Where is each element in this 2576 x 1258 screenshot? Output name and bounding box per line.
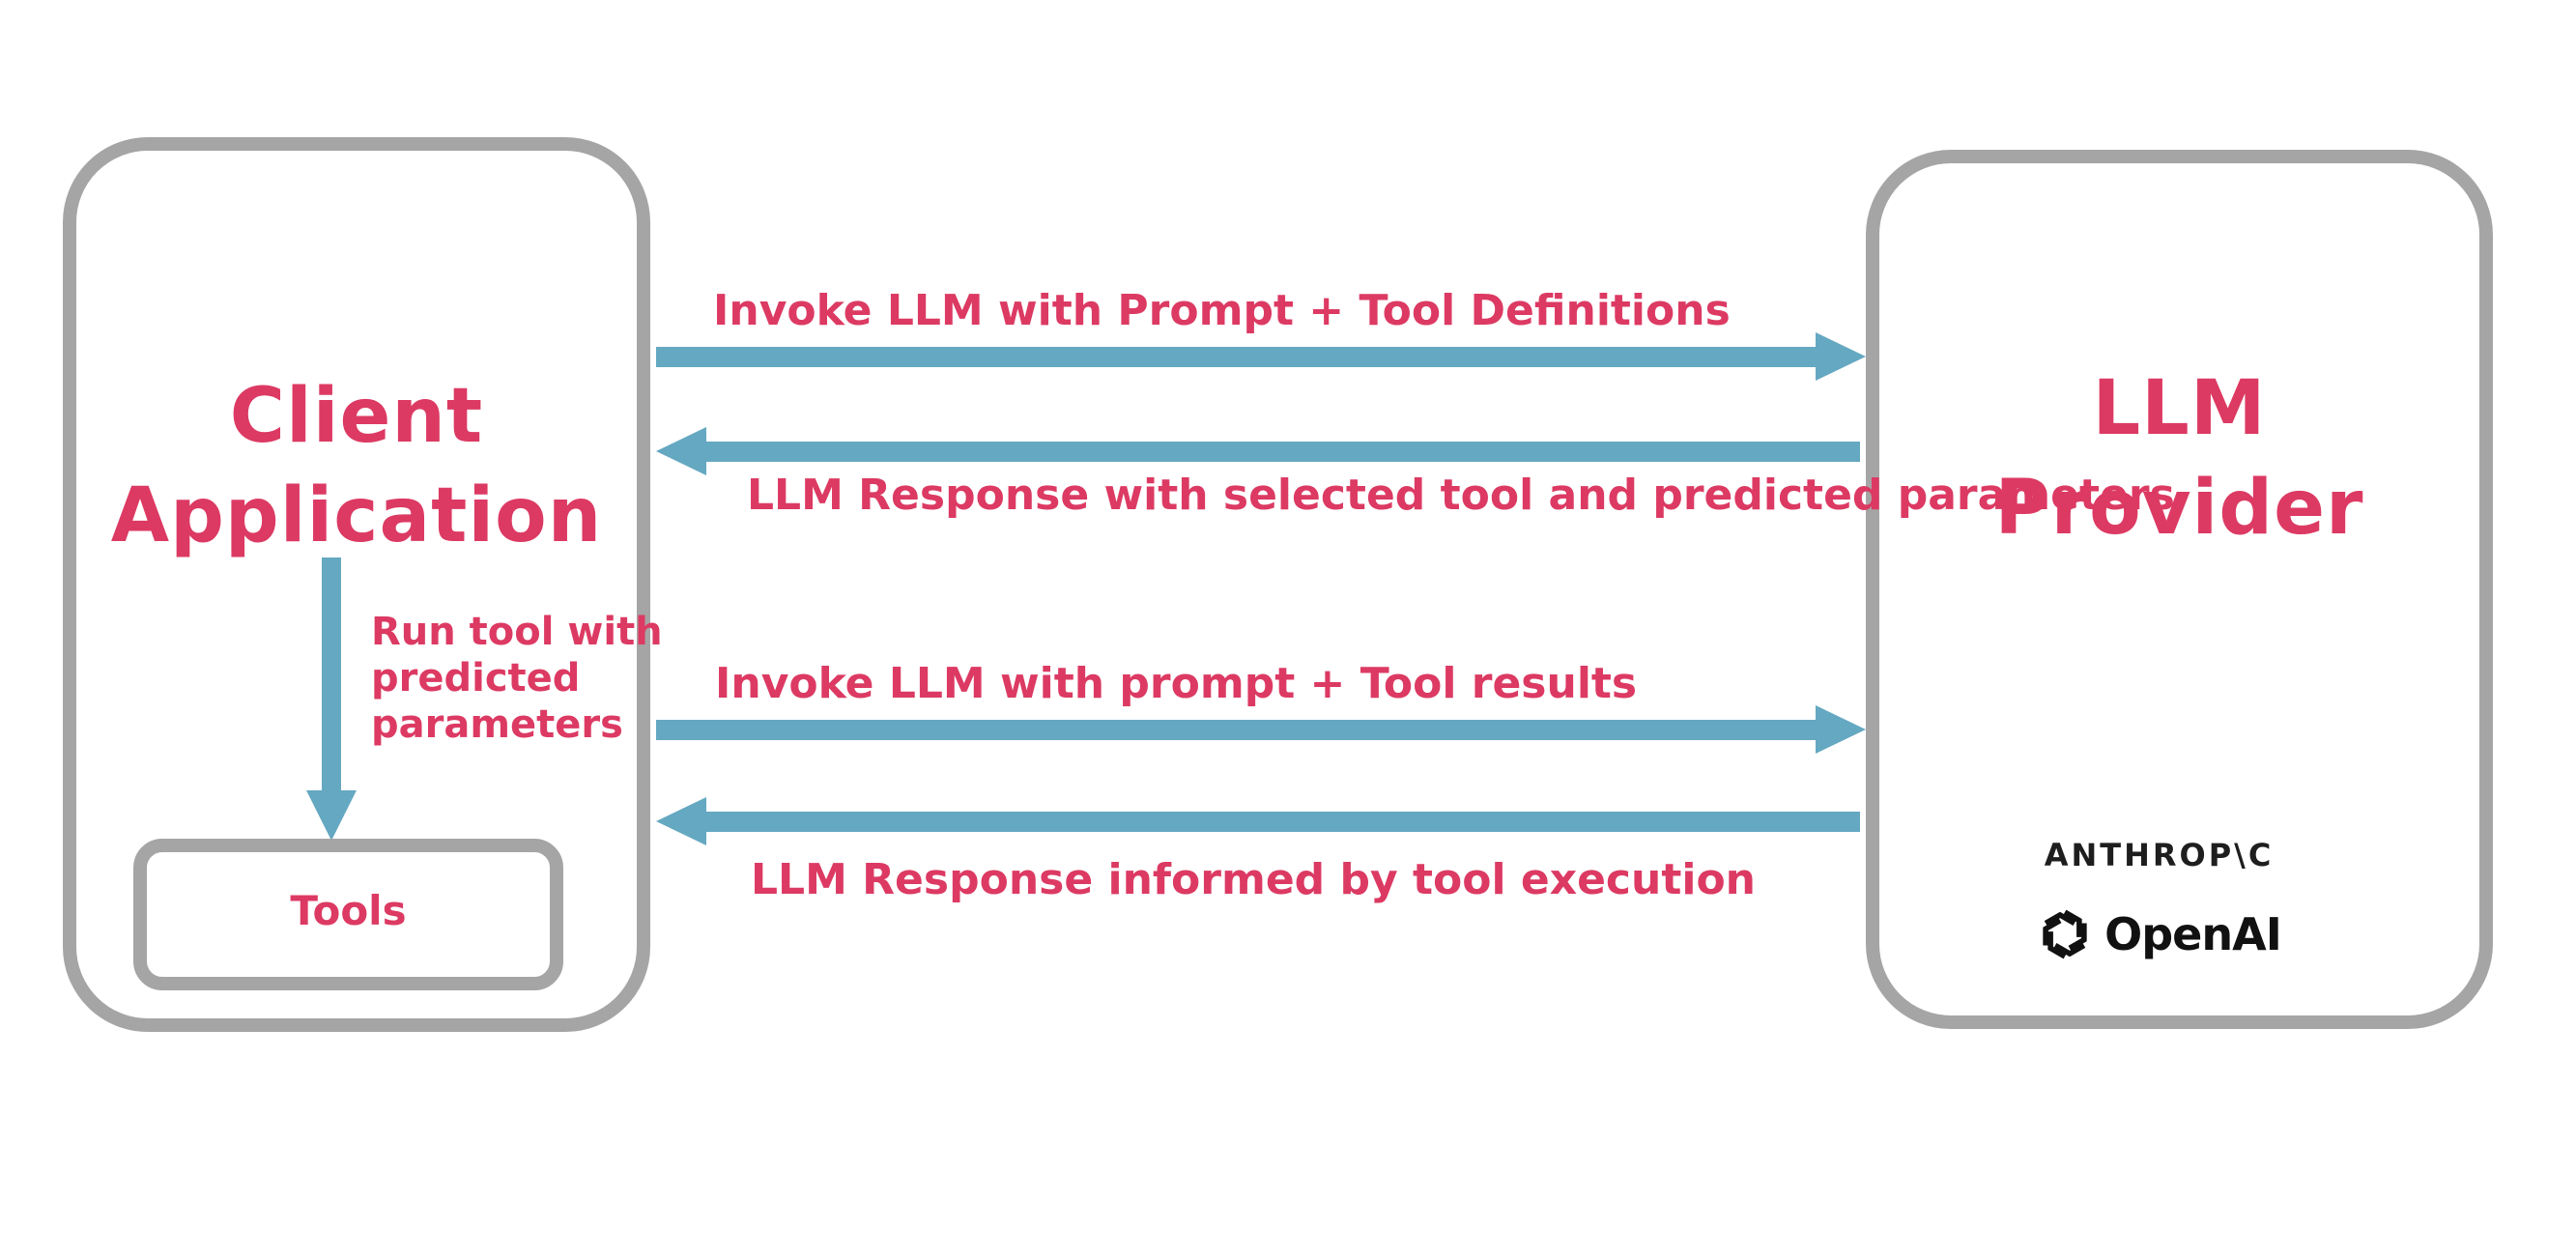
llm-title-line-1: LLM <box>2092 365 2267 452</box>
openai-wordmark: OpenAI <box>2104 908 2282 960</box>
arrow-response-informed-shaft <box>706 812 1860 832</box>
arrow-response-informed-head <box>656 797 706 845</box>
arrow-invoke-definitions-head <box>1816 332 1866 381</box>
llm-provider-logos: ANTHROP\C OpenAI <box>1846 837 2473 962</box>
arrow-invoke-results-head <box>1816 705 1866 754</box>
arrow-label-invoke-definitions: Invoke LLM with Prompt + Tool Definition… <box>713 286 1731 335</box>
arrow-invoke-definitions-shaft <box>656 347 1816 367</box>
arrow-response-selected-tool-head <box>656 427 706 475</box>
client-application-title: Client Application <box>63 367 650 566</box>
tools-box: Tools <box>133 839 563 990</box>
run-tool-arrow-head <box>306 790 357 841</box>
arrow-label-invoke-results: Invoke LLM with prompt + Tool results <box>715 659 1638 708</box>
arrow-label-response-selected-tool: LLM Response with selected tool and pred… <box>747 471 2175 520</box>
tools-label: Tools <box>290 887 407 934</box>
run-tool-arrow-shaft <box>322 558 341 790</box>
arrow-label-response-informed: LLM Response informed by tool execution <box>751 855 1756 904</box>
client-title-line-1: Client <box>229 373 484 460</box>
run-tool-label: Run tool with predicted parameters <box>371 610 663 747</box>
openai-logo: OpenAI <box>1846 906 2473 962</box>
llm-provider-box <box>1866 150 2493 1029</box>
openai-logo-icon <box>2043 909 2087 959</box>
llm-provider-title: LLM Provider <box>1866 359 2493 558</box>
llm-title-line-2: Provider <box>1994 465 2364 552</box>
anthropic-logo: ANTHROP\C <box>2044 837 2275 873</box>
arrow-response-selected-tool-shaft <box>706 442 1860 462</box>
client-title-line-2: Application <box>110 472 603 559</box>
arrow-invoke-results-shaft <box>656 720 1816 740</box>
